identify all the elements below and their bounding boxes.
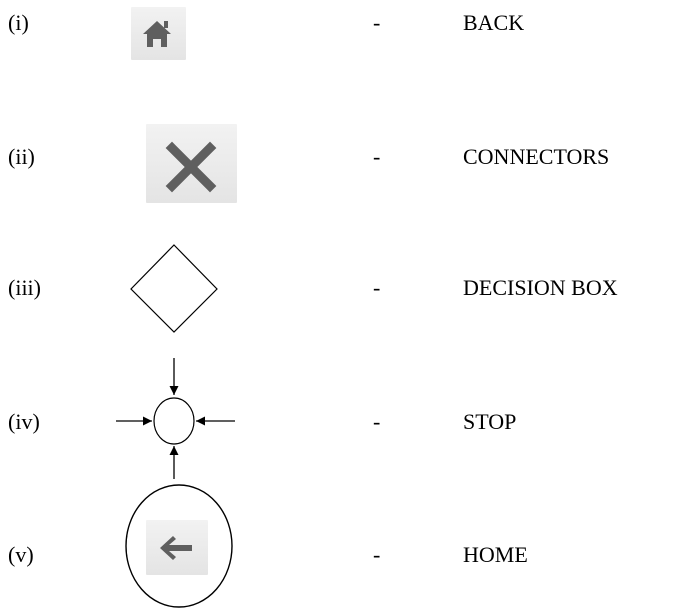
close-icon — [165, 141, 217, 193]
row-2-dash: - — [373, 144, 381, 169]
home-icon — [143, 21, 171, 47]
row-5-dash: - — [373, 542, 381, 567]
back-arrow-icon — [160, 536, 192, 560]
row-4-label: STOP — [463, 409, 517, 434]
row-1-label: BACK — [463, 10, 525, 35]
row-5-numeral: (v) — [8, 542, 34, 567]
decision-diamond-icon — [130, 244, 218, 333]
row-2-label: CONNECTORS — [463, 144, 610, 169]
row-3-dash: - — [373, 275, 381, 300]
row-4-dash: - — [373, 409, 381, 434]
row-5-label: HOME — [463, 542, 528, 567]
row-1-dash: - — [373, 10, 381, 35]
home-button[interactable] — [131, 7, 186, 60]
row-1-numeral: (i) — [8, 10, 29, 35]
outline-ellipse — [125, 484, 233, 608]
close-button[interactable] — [146, 124, 237, 203]
row-3-label: DECISION BOX — [463, 275, 618, 300]
connector-arrows-icon — [116, 358, 235, 479]
row-3-numeral: (iii) — [8, 275, 41, 300]
row-2-numeral: (ii) — [8, 144, 35, 169]
row-4-numeral: (iv) — [8, 409, 40, 434]
back-button[interactable] — [146, 520, 208, 575]
